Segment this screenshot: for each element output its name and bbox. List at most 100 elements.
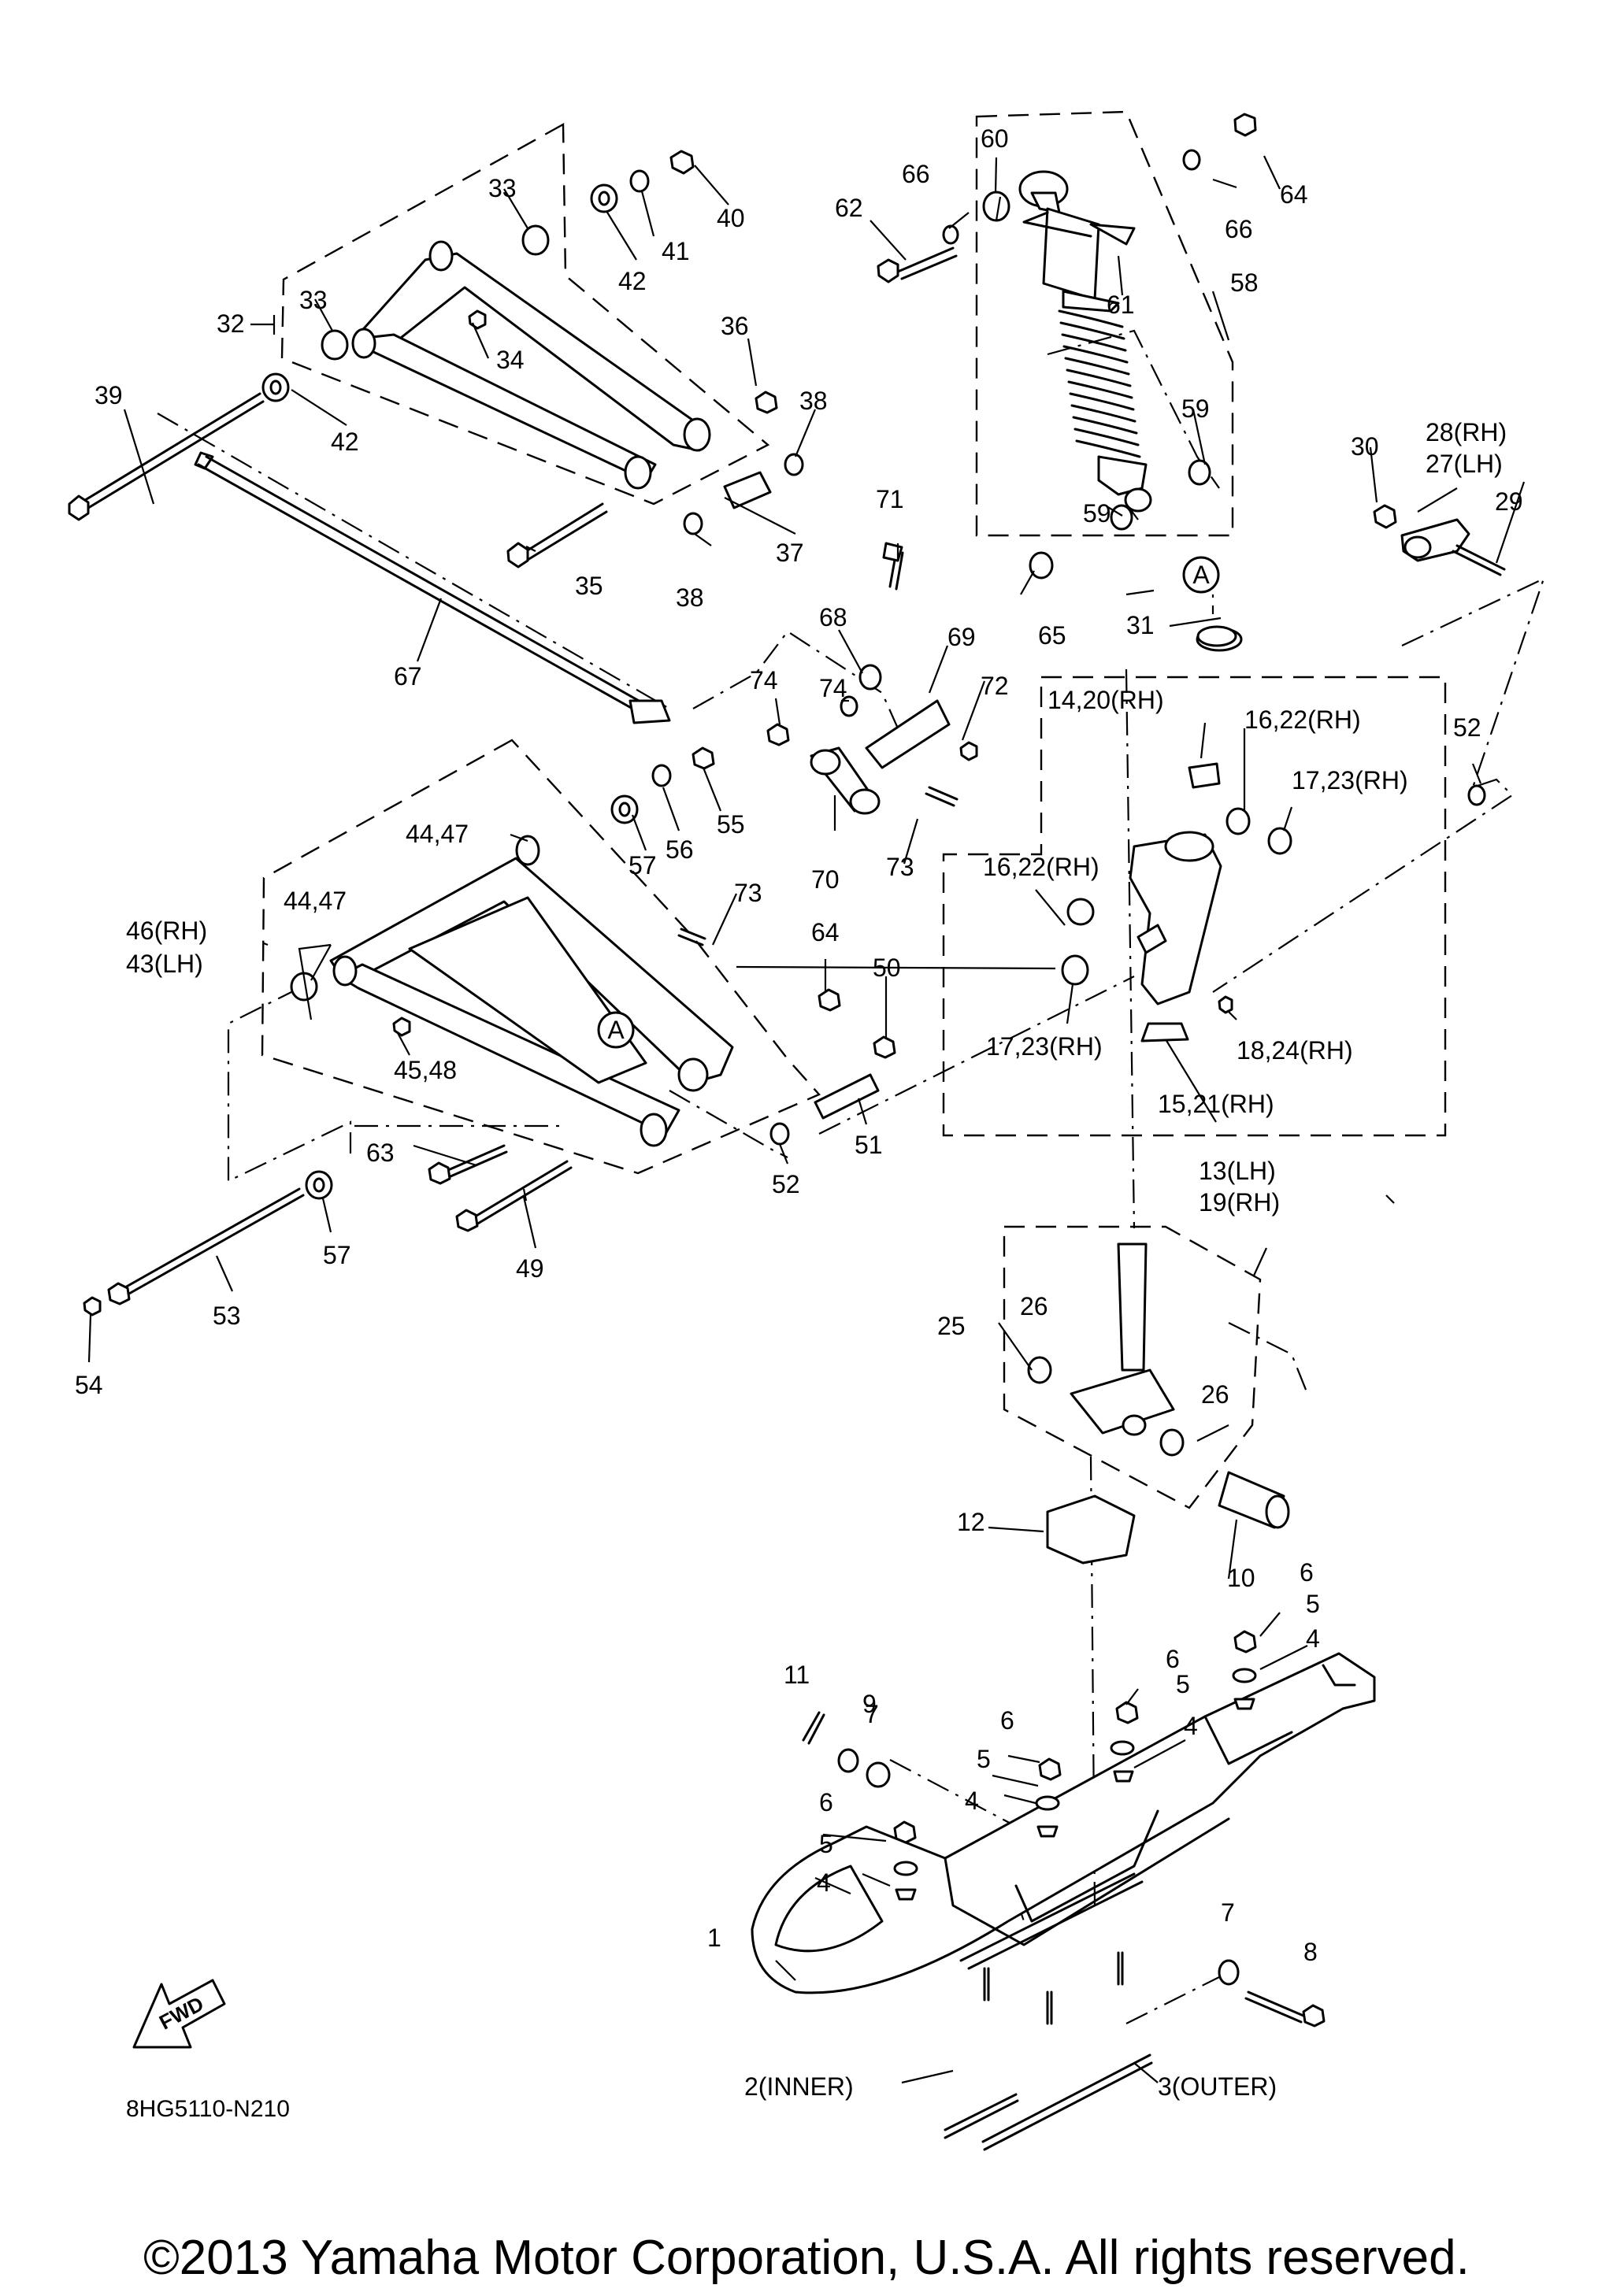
shock-absorber (877, 113, 1257, 580)
ski-hardware (802, 1630, 1326, 2028)
tie-rod-axis-line (157, 413, 670, 709)
callout: 64 (1280, 180, 1308, 209)
callout: 25 (937, 1312, 966, 1340)
callout: 31 (1126, 611, 1155, 639)
link-rod-line (692, 630, 899, 729)
callout: 4 (817, 1868, 831, 1897)
callout: 4 (1306, 1624, 1320, 1653)
callout: 41 (662, 237, 690, 265)
reference-marker-lower-label: A (607, 1016, 625, 1044)
callout: 7 (1221, 1898, 1235, 1927)
callout: 66 (902, 160, 930, 188)
assembly-outlines (261, 110, 1447, 1509)
steering-arm-line (1212, 576, 1545, 993)
marker-a-lower-line (669, 1090, 788, 1158)
callout: 42 (331, 428, 359, 456)
tie-rod (194, 451, 671, 724)
callout: 65 (1038, 621, 1066, 650)
callout: 40 (717, 204, 745, 232)
linkage (677, 542, 978, 946)
fwd-arrow-icon: FWD (132, 1979, 226, 2049)
reference-marker-lower (597, 1011, 635, 1049)
callout: 33 (299, 286, 328, 314)
callout: 53 (213, 1302, 241, 1330)
callout: 52 (1453, 713, 1481, 742)
callout: 54 (75, 1371, 103, 1399)
callout: 5 (819, 1830, 833, 1858)
callout: 3(OUTER) (1158, 2072, 1277, 2101)
callout: 1 (707, 1924, 721, 1952)
callout: 73 (886, 853, 914, 881)
callout: 9 (862, 1690, 877, 1718)
shock-assembly-outline (975, 110, 1234, 537)
callout: 42 (618, 267, 647, 295)
callout: 26 (1020, 1292, 1048, 1320)
parts: FWD (68, 113, 1506, 2151)
callout: 4 (1184, 1712, 1198, 1740)
spindle-axis-line (1125, 668, 1136, 1229)
callout: 6 (1166, 1645, 1180, 1673)
lower-arm-assembly-outline (261, 739, 821, 1175)
callout: 57 (629, 851, 657, 880)
copyright-notice: ©2013 Yamaha Motor Corporation, U.S.A. A… (143, 2231, 1470, 2285)
callout: 44,47 (284, 887, 347, 915)
callout: 19(RH) (1199, 1188, 1280, 1217)
callout: 16,22(RH) (983, 853, 1099, 881)
callout: 36 (721, 312, 749, 340)
lower-to-spindle-line (818, 976, 1135, 1135)
shock-spring (1058, 309, 1141, 458)
callout: 37 (776, 539, 804, 567)
callout: 17,23(RH) (1292, 766, 1408, 794)
callout: 35 (575, 572, 603, 600)
callout: 62 (835, 194, 863, 222)
callout: 52 (772, 1170, 800, 1198)
callout: 7 (865, 1700, 879, 1728)
upper-arm-assembly-outline (280, 122, 770, 505)
callout: 5 (1176, 1670, 1190, 1698)
callout: 56 (666, 835, 694, 864)
callout: 49 (516, 1254, 544, 1283)
callout: 8 (1303, 1938, 1318, 1966)
callout: 2(INNER) (744, 2072, 854, 2101)
callout: 4 (965, 1787, 979, 1815)
callout: 50 (873, 954, 901, 982)
callout: 68 (819, 603, 847, 631)
callout: 26 (1201, 1380, 1229, 1409)
lower-bolt-line (227, 987, 352, 1183)
lower-a-arm (290, 746, 896, 1147)
callout: 55 (717, 810, 745, 839)
callout: 5 (1306, 1590, 1320, 1618)
callout: 39 (95, 381, 123, 409)
bolt8-line (1125, 1976, 1222, 2024)
callout: 14,20(RH) (1048, 686, 1164, 714)
reference-marker-upper-label: A (1192, 561, 1210, 589)
callout: 18,24(RH) (1237, 1036, 1353, 1065)
callout: 43(LH) (126, 950, 203, 978)
ski (751, 1652, 1376, 2151)
callout: 64 (811, 918, 840, 946)
lower-bolts (83, 1073, 880, 1316)
pivot-line (889, 1759, 1033, 1835)
callout: 72 (981, 672, 1009, 700)
spindle-to-collar-line (1228, 1322, 1309, 1394)
callout: 63 (366, 1139, 395, 1167)
callout: 58 (1230, 268, 1259, 297)
callout: 74 (819, 674, 847, 702)
upper-a-arm (351, 240, 711, 490)
callout: 44,47 (406, 820, 469, 848)
spindle-housing (1061, 625, 1486, 1042)
callout: 16,22(RH) (1244, 705, 1361, 734)
leader-lines (87, 155, 1526, 2084)
callout: 45,48 (394, 1056, 457, 1084)
callout: 59 (1181, 394, 1210, 423)
callout: 13(LH) (1199, 1157, 1276, 1185)
shock-to-marker-line (1047, 329, 1220, 489)
callout: 12 (957, 1508, 985, 1536)
callout: 6 (1000, 1706, 1014, 1735)
callout: 6 (1300, 1558, 1314, 1587)
callout: 73 (734, 879, 762, 907)
callout-labels: 1 2(INNER) 3(OUTER) 4 4 4 4 5 5 5 5 6 6 … (75, 124, 1523, 2101)
callout: 27(LH) (1426, 450, 1503, 478)
callout: 33 (488, 174, 517, 202)
